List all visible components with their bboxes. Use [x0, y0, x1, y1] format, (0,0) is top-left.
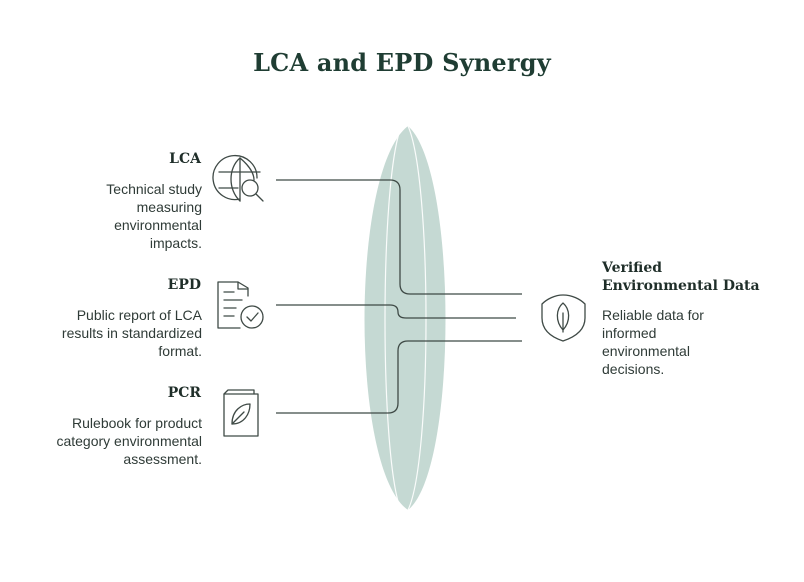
pcr-label: PCR [167, 385, 201, 401]
output-label: Verified Environmental Data [602, 260, 760, 294]
globe-search-icon [212, 154, 264, 202]
shield-leaf-icon [541, 294, 586, 342]
diagram-title: LCA and EPD Synergy [253, 48, 551, 77]
connector-lca [276, 179, 522, 295]
epd-label: EPD [167, 277, 201, 293]
epd-description: Public report of LCA results in standard… [61, 307, 202, 359]
lca-label: LCA [169, 151, 201, 167]
pcr-description: Rulebook for product category environmen… [56, 415, 202, 467]
output-description: Reliable data for informed environmental… [602, 307, 704, 377]
document-check-icon [217, 281, 264, 329]
book-leaf-icon [223, 389, 259, 437]
lca-description: Technical study measuring environmental … [106, 181, 202, 251]
connector-epd [276, 304, 516, 319]
connector-pcr [276, 340, 522, 414]
